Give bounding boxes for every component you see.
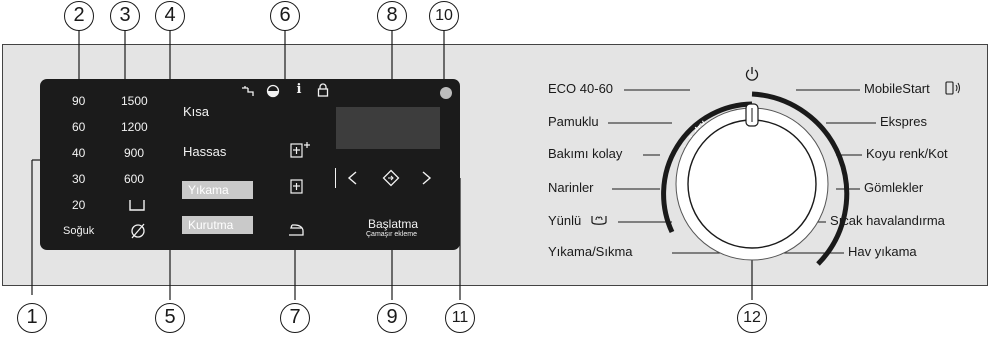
program-shirts[interactable]: Gömlekler bbox=[864, 180, 924, 195]
spin-900[interactable]: 900 bbox=[124, 146, 145, 160]
temp-40[interactable]: 40 bbox=[72, 146, 86, 160]
temp-cold[interactable]: Soğuk bbox=[63, 225, 95, 237]
wool-icon bbox=[591, 216, 607, 225]
temp-30[interactable]: 30 bbox=[72, 172, 86, 186]
program-dark-denim[interactable]: Koyu renk/Kot bbox=[866, 146, 948, 161]
phone-wave-icon bbox=[945, 81, 960, 95]
tap-icon[interactable] bbox=[240, 84, 256, 98]
program-eco[interactable]: ECO 40-60 bbox=[548, 81, 614, 96]
diamond-icon[interactable] bbox=[382, 169, 400, 187]
spin-1200[interactable]: 1200 bbox=[121, 120, 148, 134]
drain-basin-icon[interactable] bbox=[128, 198, 146, 212]
temp-90[interactable]: 90 bbox=[72, 94, 86, 108]
option-gentle[interactable]: Hassas bbox=[183, 144, 227, 159]
callout-1: 1 bbox=[17, 303, 47, 333]
extra-water-icon[interactable] bbox=[289, 178, 305, 196]
callout-11: 11 bbox=[445, 303, 475, 333]
power-icon bbox=[745, 67, 759, 81]
program-selector: wash & dry bbox=[661, 91, 850, 266]
phase-dry-indicator: Kurutma bbox=[182, 216, 253, 234]
callout-8: 8 bbox=[377, 1, 407, 31]
callout-4: 4 bbox=[155, 1, 185, 31]
program-warm-air[interactable]: Sıcak havalandırma bbox=[830, 213, 945, 228]
callout-9: 9 bbox=[377, 303, 407, 333]
indicator-light bbox=[440, 87, 452, 99]
lcd-screen bbox=[336, 107, 440, 149]
chevron-left-icon[interactable] bbox=[346, 170, 358, 186]
spin-1500[interactable]: 1500 bbox=[121, 94, 148, 108]
callout-7: 7 bbox=[280, 303, 310, 333]
spin-600[interactable]: 600 bbox=[124, 172, 145, 186]
lock-icon[interactable] bbox=[316, 83, 330, 98]
callout-2: 2 bbox=[64, 1, 94, 31]
option-short[interactable]: Kısa bbox=[183, 104, 210, 119]
no-spin-icon[interactable] bbox=[129, 222, 147, 240]
callout-12: 12 bbox=[737, 303, 767, 333]
program-express[interactable]: Ekspres bbox=[880, 114, 927, 129]
start-sublabel: Çamaşır ekleme bbox=[366, 231, 417, 238]
program-wool[interactable]: Yünlü bbox=[548, 213, 582, 228]
temp-20[interactable]: 20 bbox=[72, 198, 86, 212]
iron-icon[interactable] bbox=[286, 222, 306, 238]
program-easy-care[interactable]: Bakımı kolay bbox=[548, 146, 623, 161]
phase-wash-indicator: Yıkama bbox=[182, 181, 253, 199]
program-rinse-spin[interactable]: Yıkama/Sıkma bbox=[548, 244, 633, 259]
program-mobilestart[interactable]: MobileStart bbox=[864, 81, 930, 96]
program-cotton[interactable]: Pamuklu bbox=[548, 114, 599, 129]
callout-10: 10 bbox=[429, 1, 459, 31]
callout-6: 6 bbox=[270, 1, 300, 31]
extra-water-plus-icon[interactable] bbox=[289, 141, 311, 159]
temp-60[interactable]: 60 bbox=[72, 120, 86, 134]
callout-5: 5 bbox=[155, 303, 185, 333]
start-button[interactable]: Başlatma bbox=[368, 217, 419, 231]
nav-divider bbox=[335, 168, 337, 188]
program-lint-wash[interactable]: Hav yıkama bbox=[848, 244, 917, 259]
info-icon[interactable]: i bbox=[296, 82, 302, 97]
program-delicates[interactable]: Narinler bbox=[548, 180, 594, 195]
half-circle-icon[interactable] bbox=[266, 84, 280, 98]
chevron-right-icon[interactable] bbox=[421, 170, 433, 186]
callout-3: 3 bbox=[110, 1, 140, 31]
